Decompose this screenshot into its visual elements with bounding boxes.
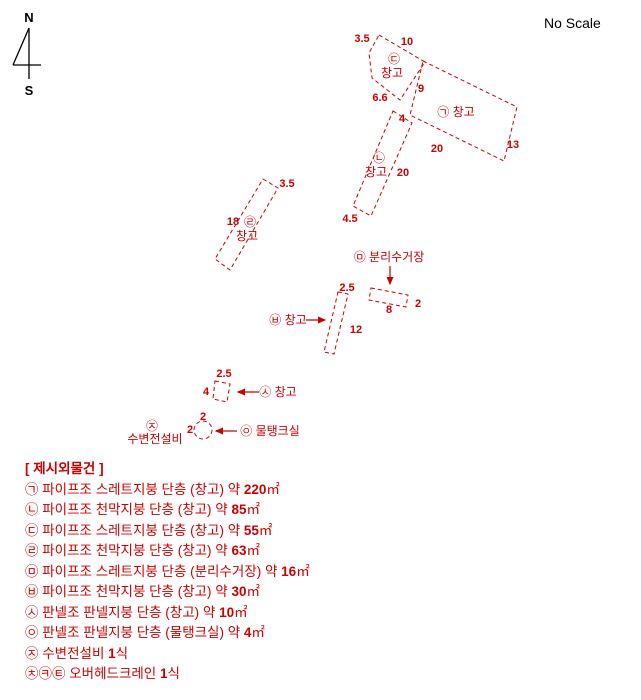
legend-value: 85 [231, 502, 247, 517]
dimension-label: 12 [350, 324, 362, 336]
dimension-label: 2.5 [216, 368, 231, 380]
legend-marker: ㉠ [25, 481, 43, 497]
building-label: ㉨ [146, 419, 158, 433]
legend-item: ㉦ 판넬조 판넬지붕 단층 (창고) 약 10㎡ [25, 604, 248, 620]
legend-value: 30 [231, 584, 247, 599]
legend-marker: ㉢ [25, 522, 43, 538]
building-a-outline [409, 60, 518, 162]
legend-marker: ㉥ [25, 584, 43, 599]
building-label: 창고 [236, 229, 258, 243]
legend-value: 220 [243, 481, 267, 497]
dimension-label: 2 [200, 411, 206, 423]
building-g-outline [212, 380, 231, 403]
legend-heading: [ 제시외물건 ] [25, 461, 104, 476]
dimension-label: 20 [397, 167, 409, 179]
building-label: ㉡ [373, 151, 385, 165]
dimension-label: 8 [386, 304, 392, 316]
building-label: ㉦ 창고 [259, 385, 296, 399]
building-label: 창고 [365, 165, 387, 179]
legend-item: ㉣ 파이프조 천막지붕 단층 (창고) 약 63㎡ [25, 543, 261, 558]
legend-item: ㉥ 파이프조 천막지붕 단층 (창고) 약 30㎡ [25, 584, 261, 599]
legend-marker: ㉨ [25, 645, 43, 661]
dimension-label: 20 [431, 143, 443, 155]
building-f-outline [323, 291, 349, 355]
building-label: ㉢ [388, 52, 400, 66]
building-c-outline [368, 34, 426, 101]
dimension-label: 3.5 [354, 33, 369, 45]
legend-item: ㉤ 파이프조 스레트지붕 단층 (분리수거장) 약 16㎡ [25, 563, 310, 579]
building-label: ㉧ 물탱크실 [240, 424, 300, 438]
legend-value: 16 [281, 563, 297, 579]
dimension-label: 2 [415, 298, 421, 310]
building-e-recycle-outline [368, 287, 409, 308]
legend-marker: ㉤ [25, 563, 43, 579]
dimension-label: 4 [203, 386, 210, 398]
compass-label: N [24, 10, 33, 25]
dimension-label: 2 [187, 424, 193, 436]
legend-marker: ㉩㉪㉫ [25, 666, 70, 681]
legend-item: ㉨ 수변전설비 1식 [25, 645, 129, 661]
legend-value: 1 [108, 645, 116, 661]
legend-marker: ㉦ [25, 604, 43, 620]
building-label: 창고 [381, 66, 403, 80]
legend-item: ㉡ 파이프조 천막지붕 단층 (창고) 약 85㎡ [25, 502, 261, 517]
legend-value: 55 [243, 522, 259, 538]
legend-item: ㉢ 파이프조 스레트지붕 단층 (창고) 약 55㎡ [25, 522, 273, 538]
building-d-outline [214, 178, 279, 271]
legend-item: ㉩㉪㉫ 오버헤드크레인 1식 [25, 666, 180, 681]
legend-value: 4 [243, 625, 252, 640]
building-label: ㉥ 창고 [269, 313, 306, 327]
dimension-label: 6.6 [372, 92, 387, 104]
dimension-label: 9 [418, 83, 424, 95]
legend-value: 10 [219, 604, 235, 620]
scale-note: No Scale [544, 15, 601, 31]
legend-item: ㉧ 판넬조 판넬지붕 단층 (물탱크실) 약 4㎡ [25, 625, 265, 640]
legend-value: 63 [231, 543, 247, 558]
compass-label: S [25, 83, 34, 98]
legend-item: ㉠ 파이프조 스레트지붕 단층 (창고) 약 220㎡ [25, 481, 280, 497]
building-b-outline [352, 110, 413, 217]
dimension-label: 13 [507, 139, 519, 151]
building-label: ㉠ 창고 [437, 105, 474, 119]
building-label: ㉣ [244, 215, 256, 229]
legend-marker: ㉧ [25, 625, 43, 640]
legend-marker: ㉡ [25, 502, 43, 517]
legend-marker: ㉣ [25, 543, 43, 558]
water-tank-outline [193, 420, 213, 440]
dimension-label: 2.5 [339, 282, 354, 294]
dimension-label: 18 [227, 216, 239, 228]
building-label: 수변전설비 [127, 432, 182, 446]
dimension-label: 4.5 [342, 213, 357, 225]
dimension-label: 4 [399, 113, 406, 125]
building-label: ㉤ 분리수거장 [354, 250, 425, 264]
compass-arrow [12, 27, 30, 66]
dimension-label: 10 [401, 36, 413, 48]
legend-value: 1 [159, 666, 168, 681]
dimension-label: 3.5 [279, 178, 294, 190]
